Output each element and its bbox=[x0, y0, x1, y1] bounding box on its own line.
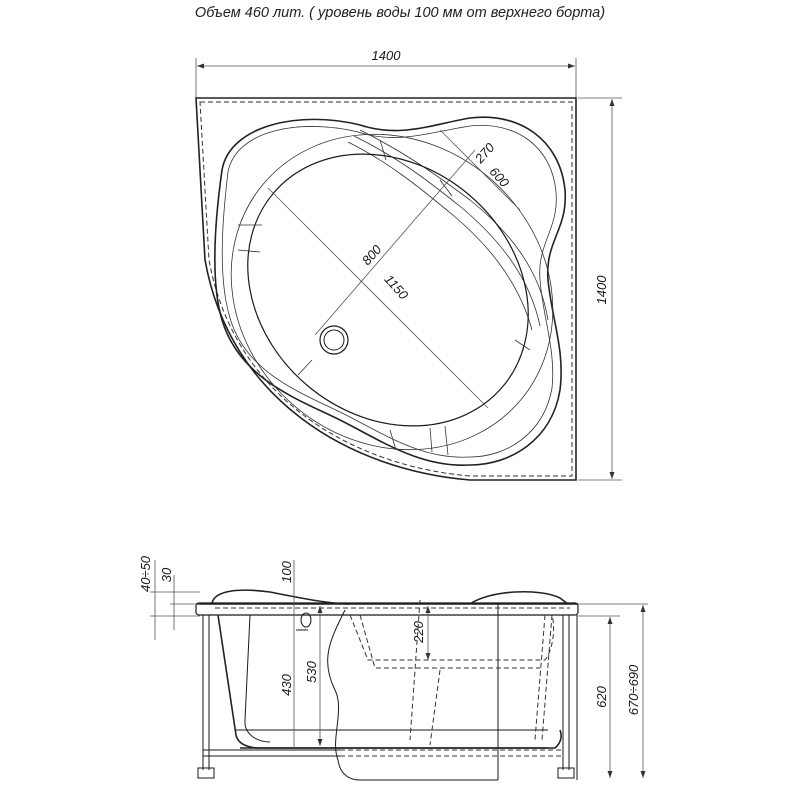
left-foot bbox=[197, 767, 215, 779]
total-height-dimension: 670÷690 bbox=[578, 603, 648, 778]
basin-width-label: 800 bbox=[359, 241, 385, 268]
depth-430-label: 430 bbox=[279, 673, 294, 695]
top-view: 1400 1400 bbox=[195, 48, 622, 481]
overflow-dim-label: 100 bbox=[279, 560, 294, 582]
overflow-icon bbox=[296, 612, 312, 631]
seat-depth-label: 270 bbox=[471, 139, 498, 166]
shell-outer bbox=[213, 116, 567, 466]
rim-height-dimension: 40÷50 bbox=[138, 555, 200, 640]
total-height-label: 670÷690 bbox=[626, 664, 641, 715]
basin-length-line bbox=[267, 187, 489, 409]
right-foot bbox=[557, 767, 575, 779]
width-dim-label: 1400 bbox=[372, 48, 402, 63]
seat-length-label: 600 bbox=[487, 164, 513, 191]
seat-length-line bbox=[439, 129, 521, 211]
basin-width-line bbox=[314, 149, 476, 336]
outer-rim bbox=[195, 97, 577, 481]
basin-length-label: 1150 bbox=[381, 272, 411, 303]
drain-icon bbox=[319, 325, 349, 355]
seat-depth-side-label: 220 bbox=[411, 620, 426, 643]
basin-outline bbox=[247, 153, 529, 427]
volume-caption: Объем 460 лит. ( уровень воды 100 мм от … bbox=[194, 5, 606, 21]
height-dimension: 1400 bbox=[578, 97, 622, 481]
side-view: 40÷50 30 100 430 530 220 620 670÷690 bbox=[138, 555, 648, 781]
width-dimension: 1400 bbox=[195, 48, 577, 100]
rim-thickness-label: 30 bbox=[159, 567, 174, 582]
frame-height-label: 620 bbox=[594, 685, 609, 707]
rim-thickness-dimension: 30 bbox=[159, 567, 200, 630]
height-dim-label: 1400 bbox=[594, 275, 609, 305]
rim-height-label: 40÷50 bbox=[138, 555, 153, 592]
depth-530-label: 530 bbox=[304, 660, 319, 682]
frame-height-dimension: 620 bbox=[578, 615, 620, 778]
